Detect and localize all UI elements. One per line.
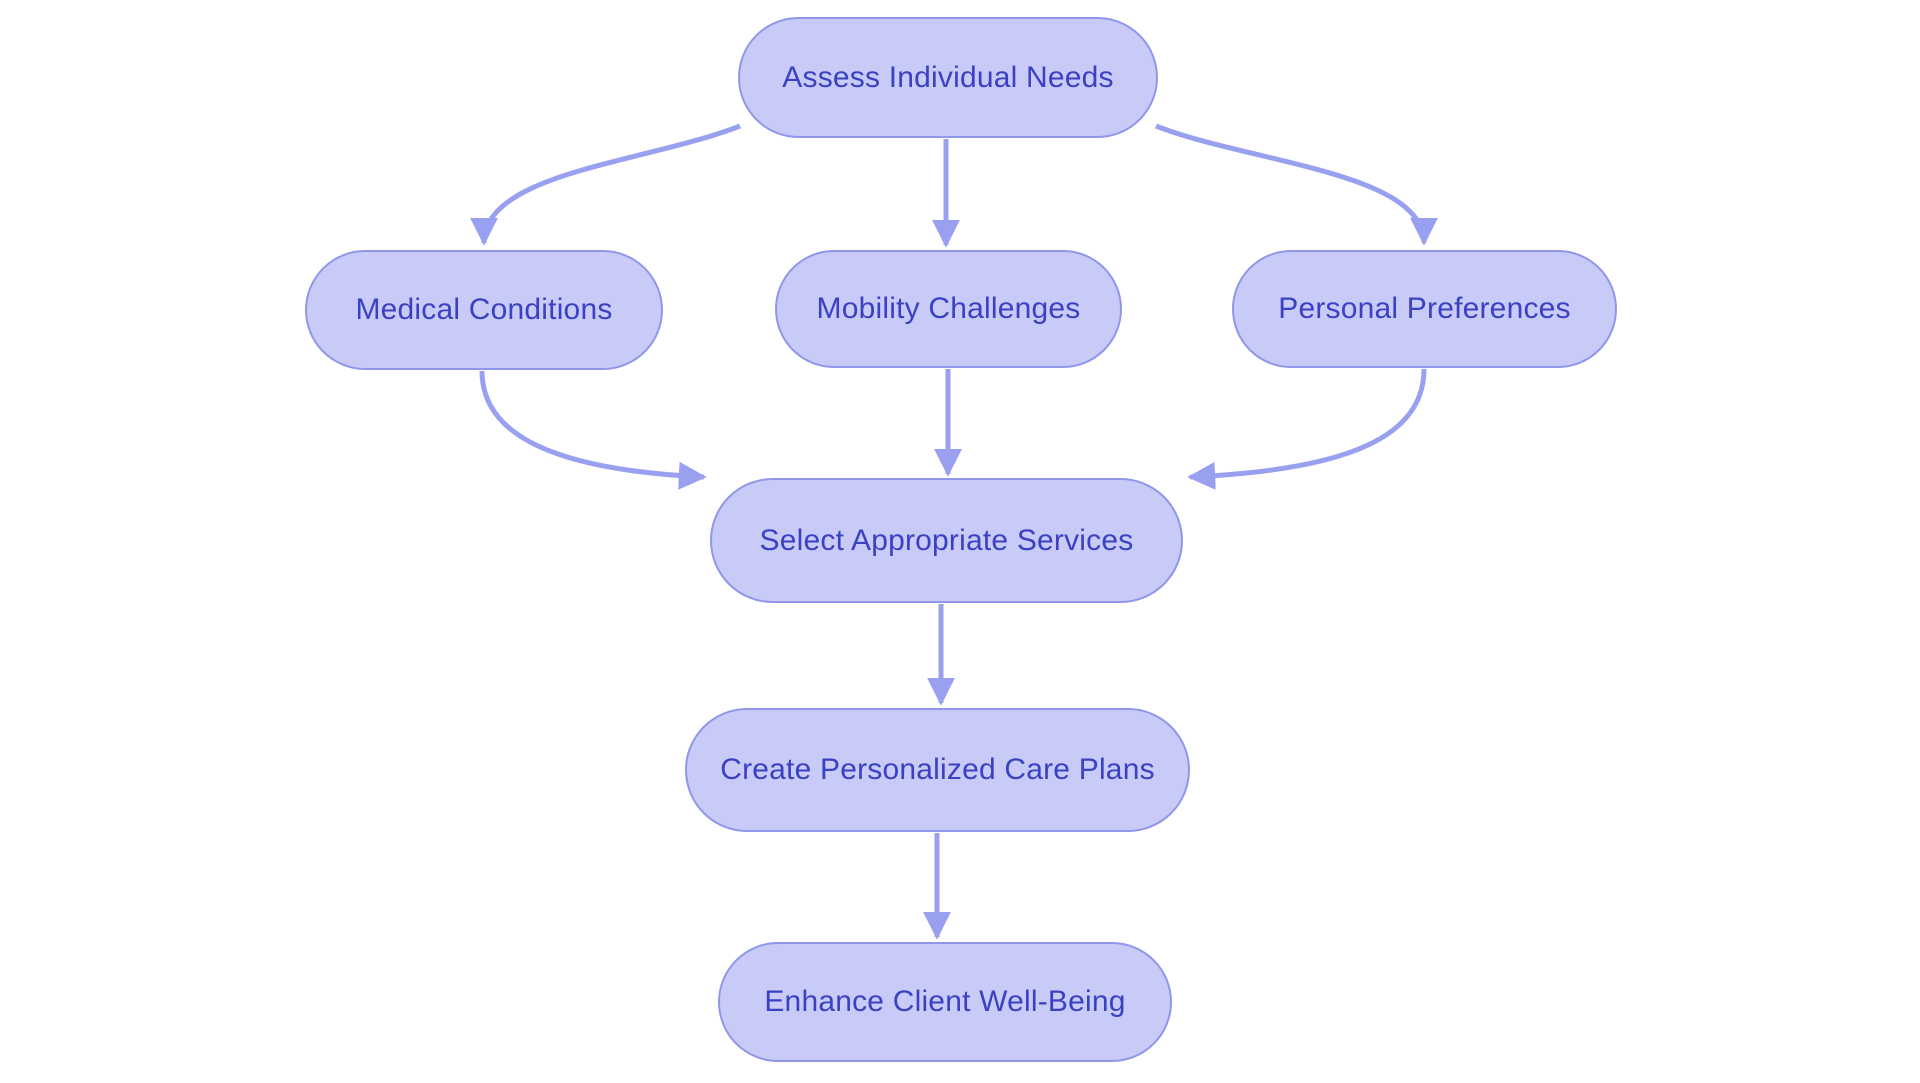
node-create-personalized-care-plans: Create Personalized Care Plans bbox=[685, 708, 1190, 832]
node-label: Create Personalized Care Plans bbox=[720, 753, 1155, 786]
node-medical-conditions: Medical Conditions bbox=[305, 250, 663, 370]
edge-medical-to-select bbox=[479, 370, 707, 490]
node-label: Assess Individual Needs bbox=[782, 60, 1114, 94]
node-personal-preferences: Personal Preferences bbox=[1232, 250, 1617, 368]
node-enhance-client-well-being: Enhance Client Well-Being bbox=[718, 942, 1172, 1062]
node-label: Mobility Challenges bbox=[816, 292, 1081, 325]
edge-personal-to-select bbox=[1187, 368, 1427, 490]
node-label: Personal Preferences bbox=[1278, 292, 1571, 325]
node-label: Enhance Client Well-Being bbox=[764, 985, 1126, 1018]
edge-assess-to-personal bbox=[1155, 123, 1438, 246]
node-mobility-challenges: Mobility Challenges bbox=[775, 250, 1122, 368]
edge-assess-to-medical bbox=[470, 123, 741, 246]
node-assess-individual-needs: Assess Individual Needs bbox=[738, 17, 1158, 138]
node-label: Medical Conditions bbox=[355, 293, 613, 326]
node-select-appropriate-services: Select Appropriate Services bbox=[710, 478, 1183, 603]
node-label: Select Appropriate Services bbox=[759, 523, 1134, 557]
